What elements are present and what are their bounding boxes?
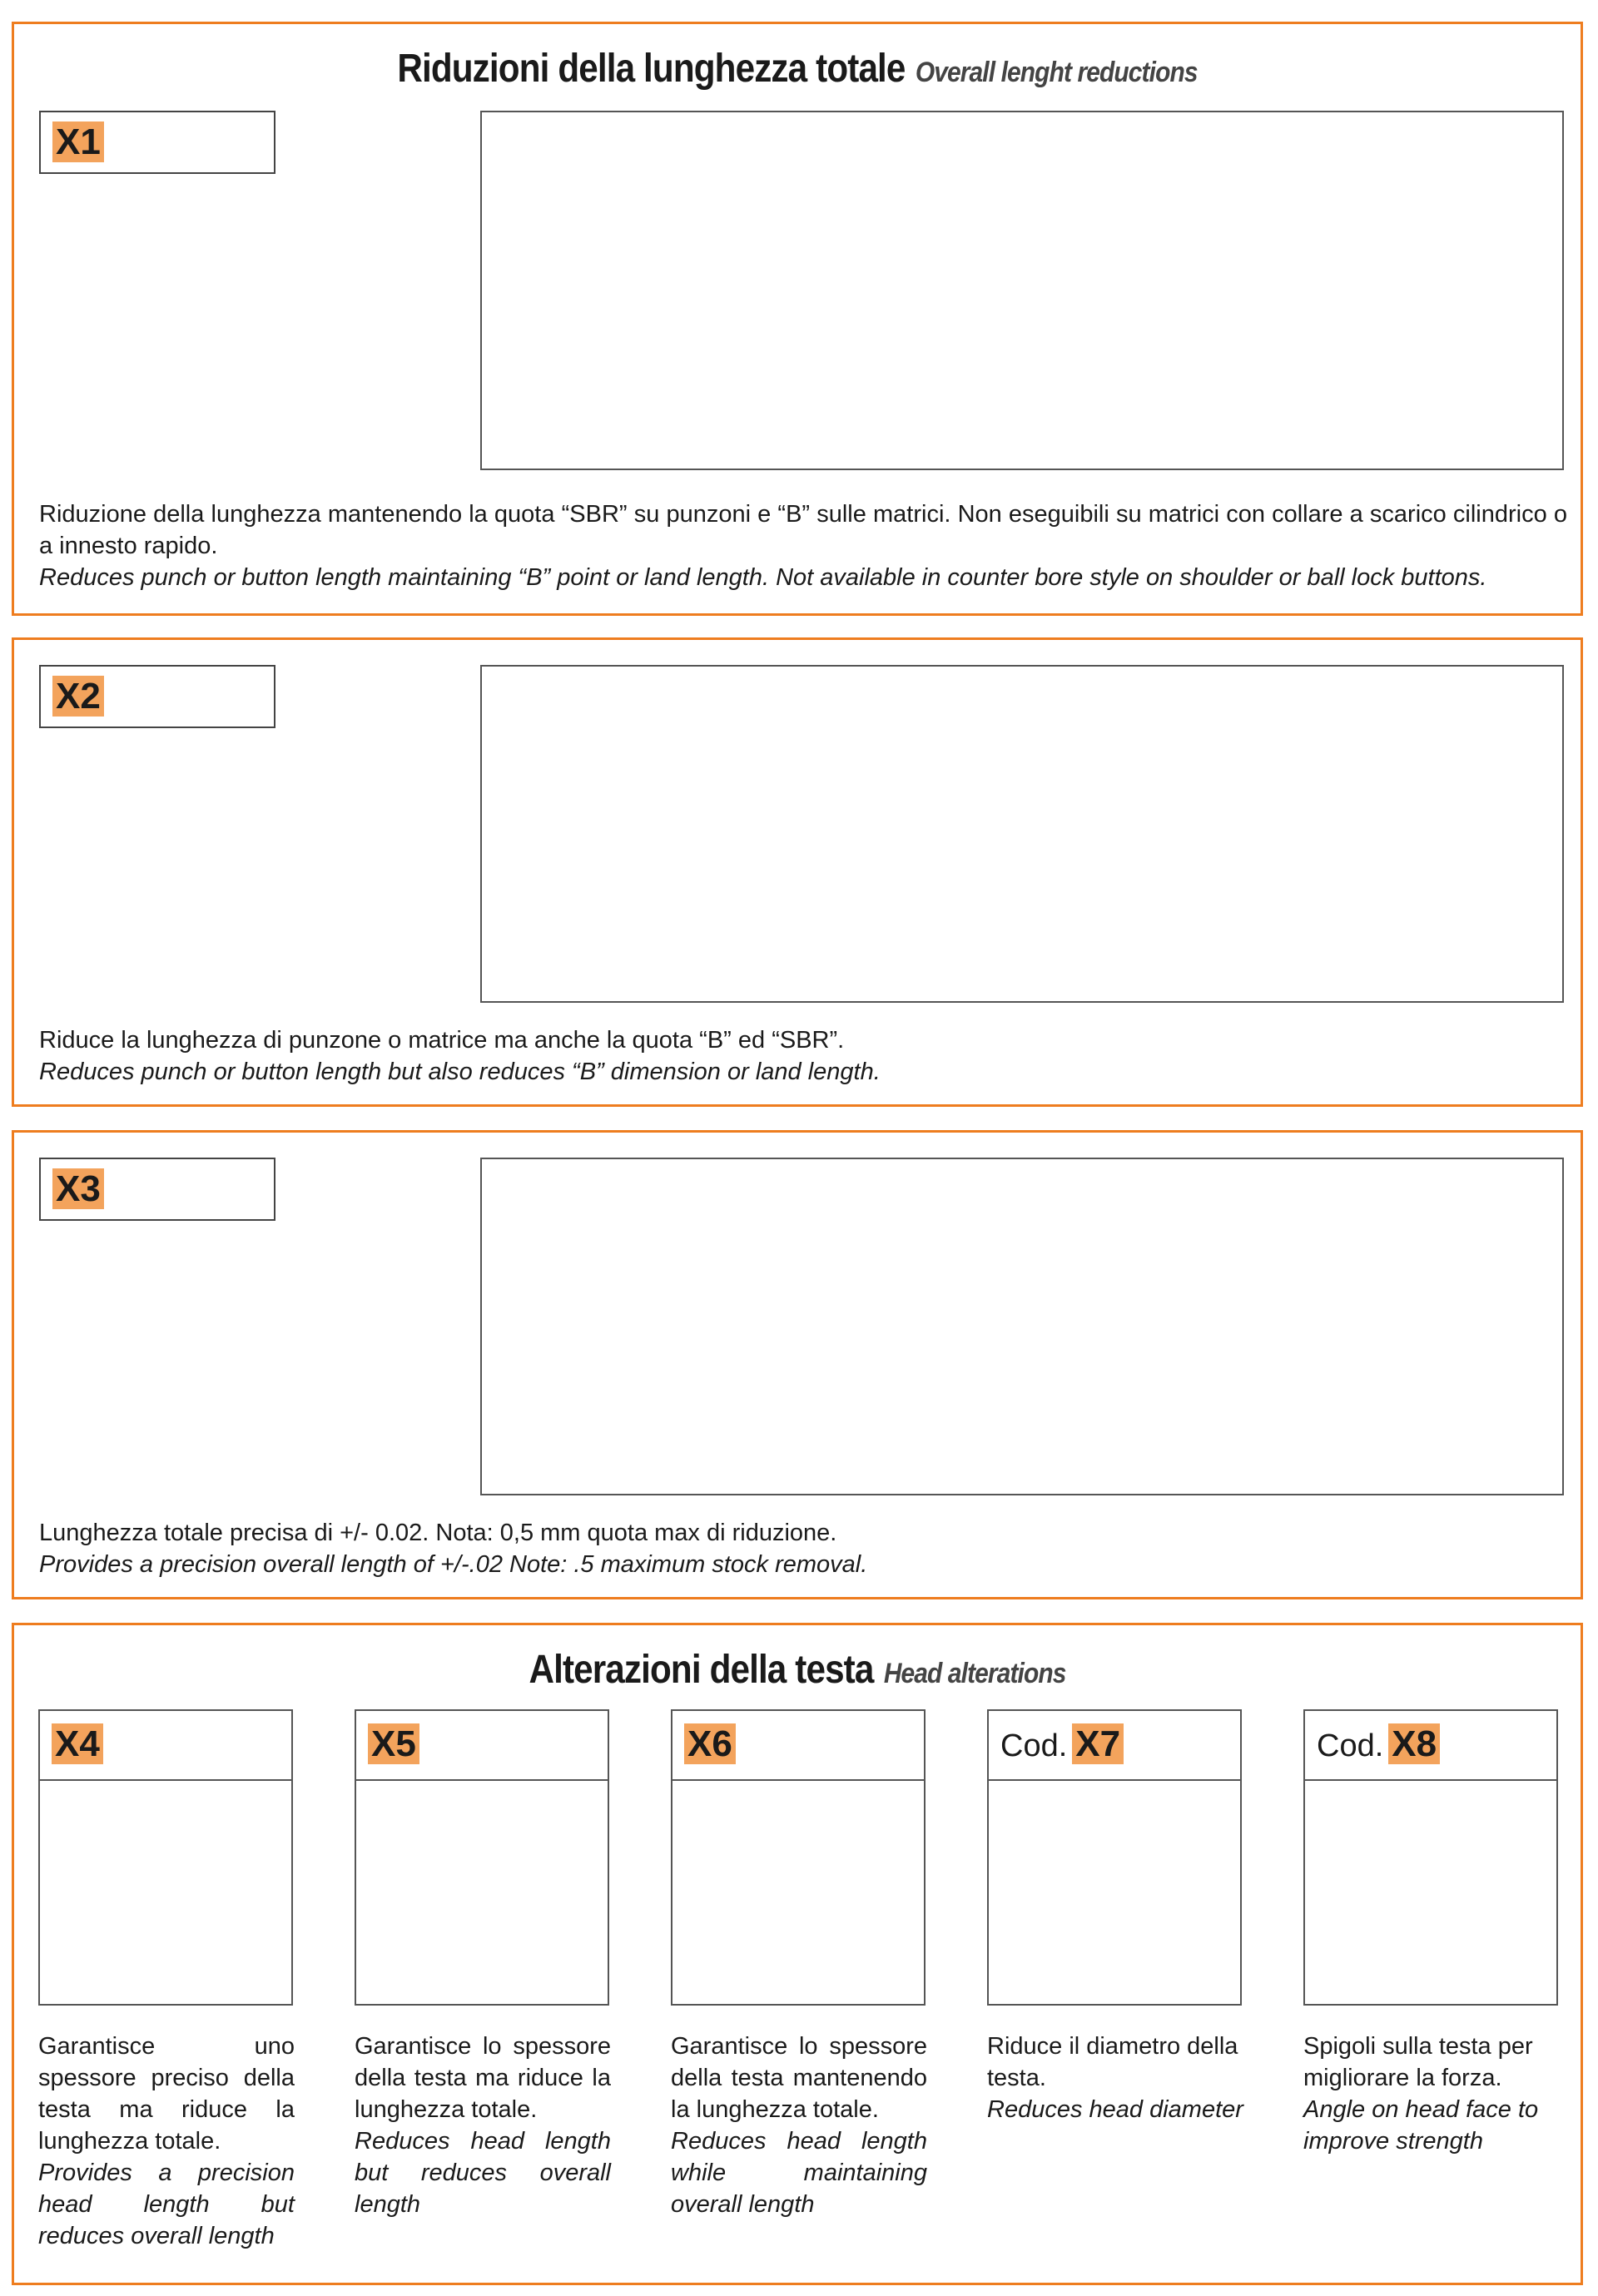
code-x5: X5 — [368, 1723, 419, 1764]
title-it: Riduzioni della lunghezza totale — [397, 47, 906, 91]
desc-en: Angle on head face to improve strength — [1303, 2096, 1539, 2155]
section-title: Alterazioni della testa Head alterations — [108, 1647, 1486, 1693]
desc-en: Reduces head length while maintaining ov… — [671, 2128, 927, 2218]
section-x2: X2 Riduce la lunghezza di punzone o matr… — [12, 637, 1583, 1107]
desc-en: Reduces head diameter — [987, 2096, 1243, 2123]
card-x4: X4 — [38, 1709, 293, 2006]
section-x1: Riduzioni della lunghezza totale Overall … — [12, 22, 1583, 616]
desc-en: Provides a precision head length but red… — [38, 2160, 295, 2249]
code-x7: X7 — [1072, 1723, 1124, 1764]
desc-x6: Garantisce lo spessore della testa mante… — [671, 2031, 927, 2220]
code-prefix: Cod. — [1000, 1728, 1068, 1763]
desc-it: Spigoli sulla testa per migliorare la fo… — [1303, 2033, 1533, 2091]
description-x1: Riduzione della lunghezza mantenendo la … — [39, 498, 1567, 593]
section-head-alterations: Alterazioni della testa Head alterations — [12, 1623, 1583, 2285]
card-x5: X5 — [355, 1709, 609, 2006]
desc-it: Garantisce uno spessore preciso della te… — [38, 2033, 295, 2155]
code-box-x2: X2 — [39, 665, 275, 728]
description-it: Lunghezza totale precisa di +/- 0.02. No… — [39, 1520, 837, 1546]
description-it: Riduce la lunghezza di punzone o matrice… — [39, 1027, 845, 1054]
card-x7: Cod.X7 — [987, 1709, 1242, 2006]
drawing-box-x2 — [480, 665, 1564, 1003]
desc-it: Riduce il diametro della testa. — [987, 2033, 1238, 2091]
code-x1: X1 — [52, 121, 104, 162]
desc-it: Garantisce lo spessore della testa ma ri… — [355, 2033, 611, 2123]
section-title: Riduzioni della lunghezza totale Overall … — [108, 46, 1486, 92]
desc-x7: Riduce il diametro della testa. Reduces h… — [987, 2031, 1243, 2125]
code-x3: X3 — [52, 1168, 104, 1209]
code-x6: X6 — [684, 1723, 736, 1764]
title-en: Overall lenght reductions — [915, 57, 1198, 88]
title-it: Alterazioni della testa — [529, 1648, 874, 1692]
description-en: Reduces punch or button length but also … — [39, 1059, 881, 1085]
section-x3: X3 Lunghezza totale precisa di +/- 0.02.… — [12, 1130, 1583, 1599]
desc-x4: Garantisce uno spessore preciso della te… — [38, 2031, 295, 2252]
code-box-x3: X3 — [39, 1158, 275, 1221]
code-prefix: Cod. — [1317, 1728, 1384, 1763]
code-box-x1: X1 — [39, 111, 275, 174]
code-x8: X8 — [1388, 1723, 1441, 1764]
drawing-box-x3 — [480, 1158, 1564, 1495]
desc-x5: Garantisce lo spessore della testa ma ri… — [355, 2031, 611, 2220]
desc-en: Reduces head length but reduces overall … — [355, 2128, 611, 2218]
drawing-box-x1 — [480, 111, 1564, 470]
description-x3: Lunghezza totale precisa di +/- 0.02. No… — [39, 1517, 1567, 1580]
description-en: Reduces punch or button length maintaini… — [39, 564, 1487, 591]
description-it: Riduzione della lunghezza mantenendo la … — [39, 501, 1567, 559]
code-x2: X2 — [52, 676, 104, 717]
card-x8: Cod.X8 — [1303, 1709, 1558, 2006]
description-x2: Riduce la lunghezza di punzone o matrice… — [39, 1024, 1567, 1088]
code-x4: X4 — [52, 1723, 103, 1764]
desc-x8: Spigoli sulla testa per migliorare la fo… — [1303, 2031, 1560, 2157]
desc-it: Garantisce lo spessore della testa mante… — [671, 2033, 927, 2123]
card-x6: X6 — [671, 1709, 926, 2006]
description-en: Provides a precision overall length of +… — [39, 1551, 868, 1578]
title-en: Head alterations — [883, 1658, 1067, 1689]
